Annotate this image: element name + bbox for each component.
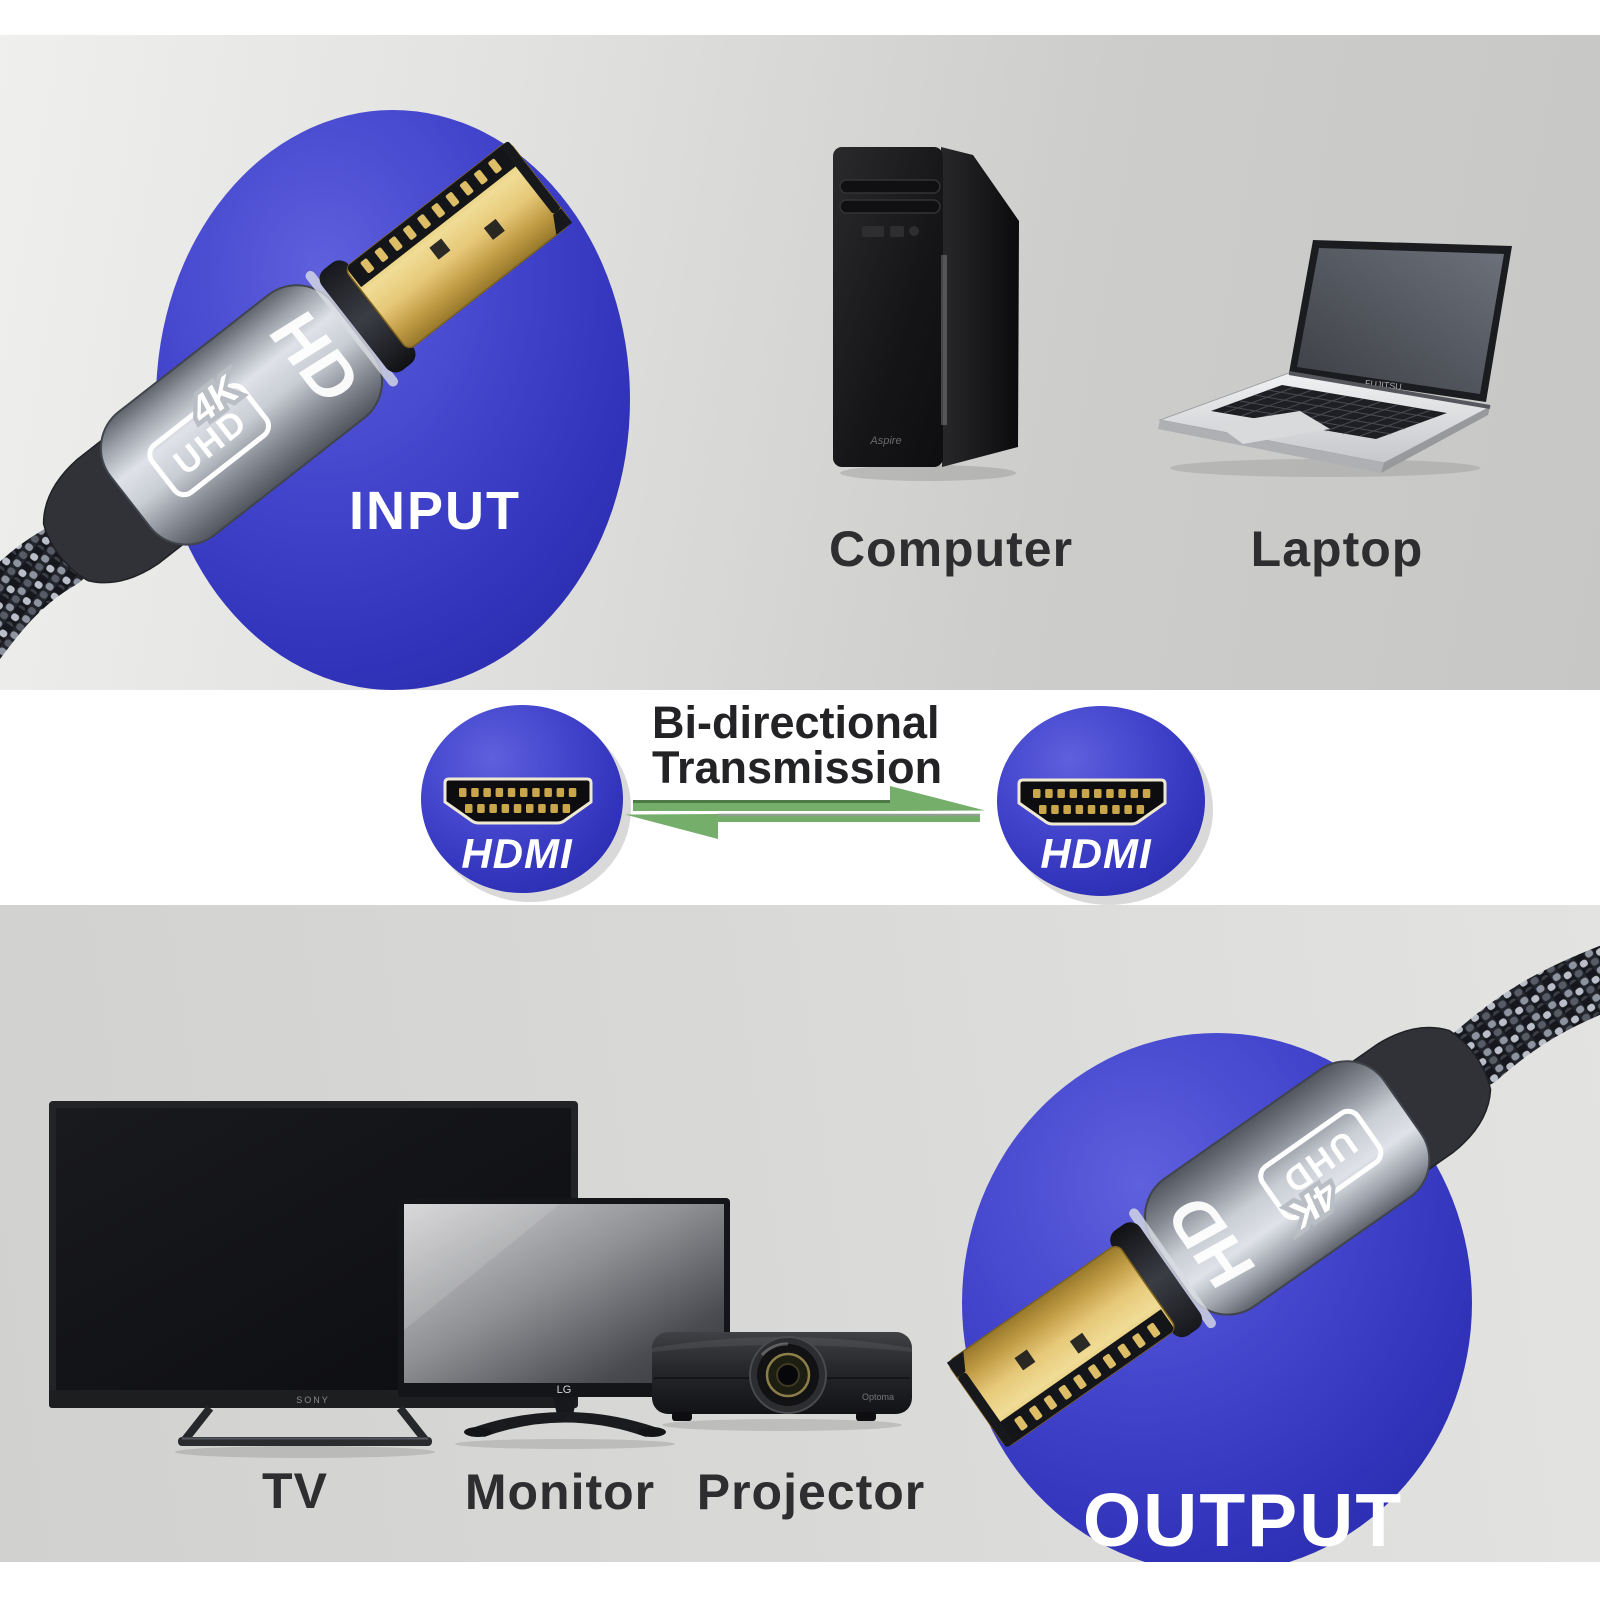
input-hdmi-plug [42,141,573,584]
input-label: INPUT [349,481,521,541]
input-cable [0,525,92,660]
computer-label: Computer [828,521,1074,577]
output-label: OUTPUT [1082,1478,1404,1562]
right-hdmi-port-icon [1017,778,1167,826]
bottom-white-strip [0,1562,1600,1600]
transmission-heading: Bi-directional Transmission [652,700,942,790]
laptop-keyboard [1211,385,1447,439]
tower-brand: Aspire [869,435,901,447]
output-cable [1444,945,1600,1088]
laptop-label: Laptop [1250,521,1424,577]
transmission-section-background [0,690,1600,905]
laptop-illustration: FUJITSU [1158,240,1512,477]
monitor-brand: LG [557,1384,572,1396]
bidirectional-arrows [625,786,985,839]
output-section-art: SONY LG [49,945,1600,1562]
transmission-section-art: HDMI HDMI [421,705,1213,905]
input-section-art: Aspire FUJITSU [0,110,1512,690]
right-hdmi-label: HDMI [1040,830,1152,877]
heading-line1: Bi-directional [652,697,940,748]
connector-pins [1014,1323,1161,1431]
tv-brand: SONY [296,1395,330,1405]
heading-line2: Transmission [652,742,943,793]
projector-label: Projector [696,1464,926,1520]
computer-illustration: Aspire [833,147,1019,481]
connector-pins [360,158,502,273]
projector-lens [749,1336,827,1414]
output-hdmi-plug [946,1026,1492,1447]
left-hdmi-port-icon [443,777,593,825]
tv-label: TV [262,1463,328,1519]
top-white-strip [0,0,1600,35]
tv-stand [178,1405,432,1446]
projector-brand: Optoma [862,1392,894,1402]
left-hdmi-label: HDMI [461,830,573,877]
projector-illustration: Optoma [652,1332,912,1431]
monitor-label: Monitor [464,1464,656,1520]
